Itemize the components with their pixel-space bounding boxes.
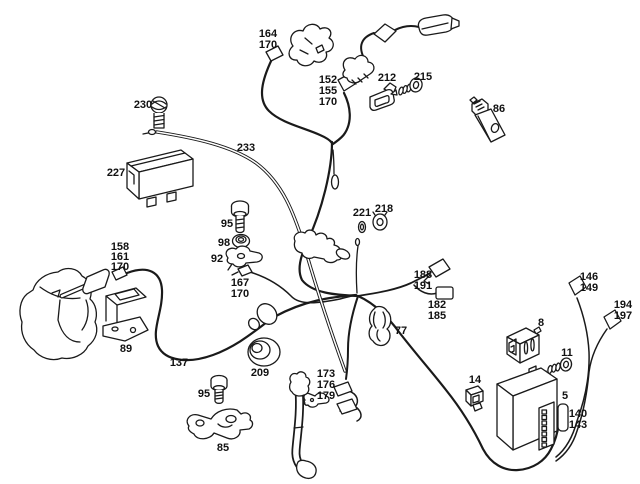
svg-text:164: 164: [259, 28, 278, 40]
label-5: 5: [562, 390, 568, 402]
cable-holder-comb: [293, 229, 351, 264]
svg-text:170: 170: [319, 96, 337, 108]
svg-text:170: 170: [231, 288, 249, 300]
screw-230: [150, 96, 168, 129]
label-8: 8: [538, 317, 544, 329]
svg-text:149: 149: [580, 282, 598, 294]
ring-221: [357, 220, 367, 234]
pigtail-assembly: [342, 14, 460, 85]
clip-77: [368, 305, 392, 347]
nut-98: [231, 233, 251, 249]
label-194-197: 194 197: [614, 299, 633, 322]
svg-text:185: 185: [428, 310, 446, 322]
label-158-161-170: 158 161 170: [111, 241, 129, 273]
svg-text:179: 179: [317, 390, 335, 402]
label-218: 218: [375, 203, 393, 215]
svg-text:197: 197: [614, 310, 632, 322]
connector-158-161-170: [111, 266, 128, 281]
sleeve-140-143: [557, 403, 569, 432]
label-14: 14: [469, 374, 482, 386]
label-215: 215: [414, 71, 432, 83]
control-module-5: [496, 365, 558, 451]
label-167-170: 167 170: [231, 277, 249, 300]
label-98: 98: [218, 237, 230, 249]
svg-text:152: 152: [319, 74, 337, 86]
svg-text:176: 176: [317, 379, 335, 391]
relay-module-227: [126, 149, 194, 208]
svg-text:161: 161: [111, 251, 129, 263]
relay-8: [506, 326, 542, 364]
label-209: 209: [251, 367, 269, 379]
label-89: 89: [120, 343, 132, 355]
label-92: 92: [211, 253, 223, 265]
cable-bushing: [247, 303, 278, 331]
label-182-185: 182 185: [428, 299, 446, 322]
label-146-149: 146 149: [580, 271, 598, 294]
bracket-86: [469, 96, 506, 143]
actuator-plug: [82, 268, 110, 295]
connector-194-197: [603, 309, 622, 330]
label-86: 86: [493, 103, 505, 115]
connectors-173-176-179: [333, 381, 358, 415]
svg-text:191: 191: [414, 280, 432, 292]
bolt-95-lower: [210, 374, 228, 404]
part-labels: 164 170 152 155 170 212 215 86 230 233 2…: [107, 28, 633, 454]
connector-182-185: [435, 286, 454, 300]
clip-212: [369, 82, 397, 112]
svg-text:158: 158: [111, 241, 129, 253]
label-95-lower: 95: [198, 388, 210, 400]
bracket-85: [186, 408, 254, 440]
label-77: 77: [395, 325, 407, 337]
label-227: 227: [107, 167, 125, 179]
connector-146-149: [568, 275, 587, 296]
screw-215: [390, 77, 423, 96]
label-85: 85: [217, 442, 229, 454]
clip-14: [465, 385, 484, 412]
svg-text:155: 155: [319, 85, 337, 97]
label-173-176-179: 173 176 179: [317, 368, 335, 402]
housing-164-170: [288, 23, 334, 67]
connector-164-170: [265, 45, 284, 62]
svg-text:167: 167: [231, 277, 249, 289]
bolt-95-upper: [230, 200, 250, 234]
svg-text:146: 146: [580, 271, 598, 283]
label-152-155-170: 152 155 170: [319, 74, 337, 108]
svg-text:170: 170: [111, 261, 129, 273]
label-11: 11: [561, 347, 573, 359]
label-233: 233: [237, 142, 255, 154]
curved-tube: [288, 371, 317, 479]
svg-text:170: 170: [259, 39, 277, 51]
label-95-upper: 95: [221, 218, 233, 230]
svg-text:194: 194: [614, 299, 633, 311]
svg-text:140: 140: [569, 408, 587, 420]
label-164-170: 164 170: [259, 28, 278, 51]
svg-text:173: 173: [317, 368, 335, 380]
bracket-89: [102, 287, 149, 342]
label-212: 212: [378, 72, 396, 84]
connector-188-191: [423, 258, 451, 285]
ring-terminal: [330, 174, 340, 190]
bracket-92: [225, 245, 263, 271]
label-137: 137: [170, 357, 188, 369]
label-188-191: 188 191: [414, 269, 432, 292]
label-221: 221: [353, 207, 371, 219]
label-230: 230: [134, 99, 152, 111]
svg-text:188: 188: [414, 269, 432, 281]
grommet-209: [247, 337, 281, 367]
connector-167-170: [231, 264, 253, 277]
vacuum-actuator: [19, 267, 110, 361]
harness-cables: [125, 57, 608, 472]
svg-text:182: 182: [428, 299, 446, 311]
label-140-143: 140 143: [569, 408, 587, 431]
grommet-218: [372, 211, 388, 231]
svg-text:143: 143: [569, 419, 587, 431]
